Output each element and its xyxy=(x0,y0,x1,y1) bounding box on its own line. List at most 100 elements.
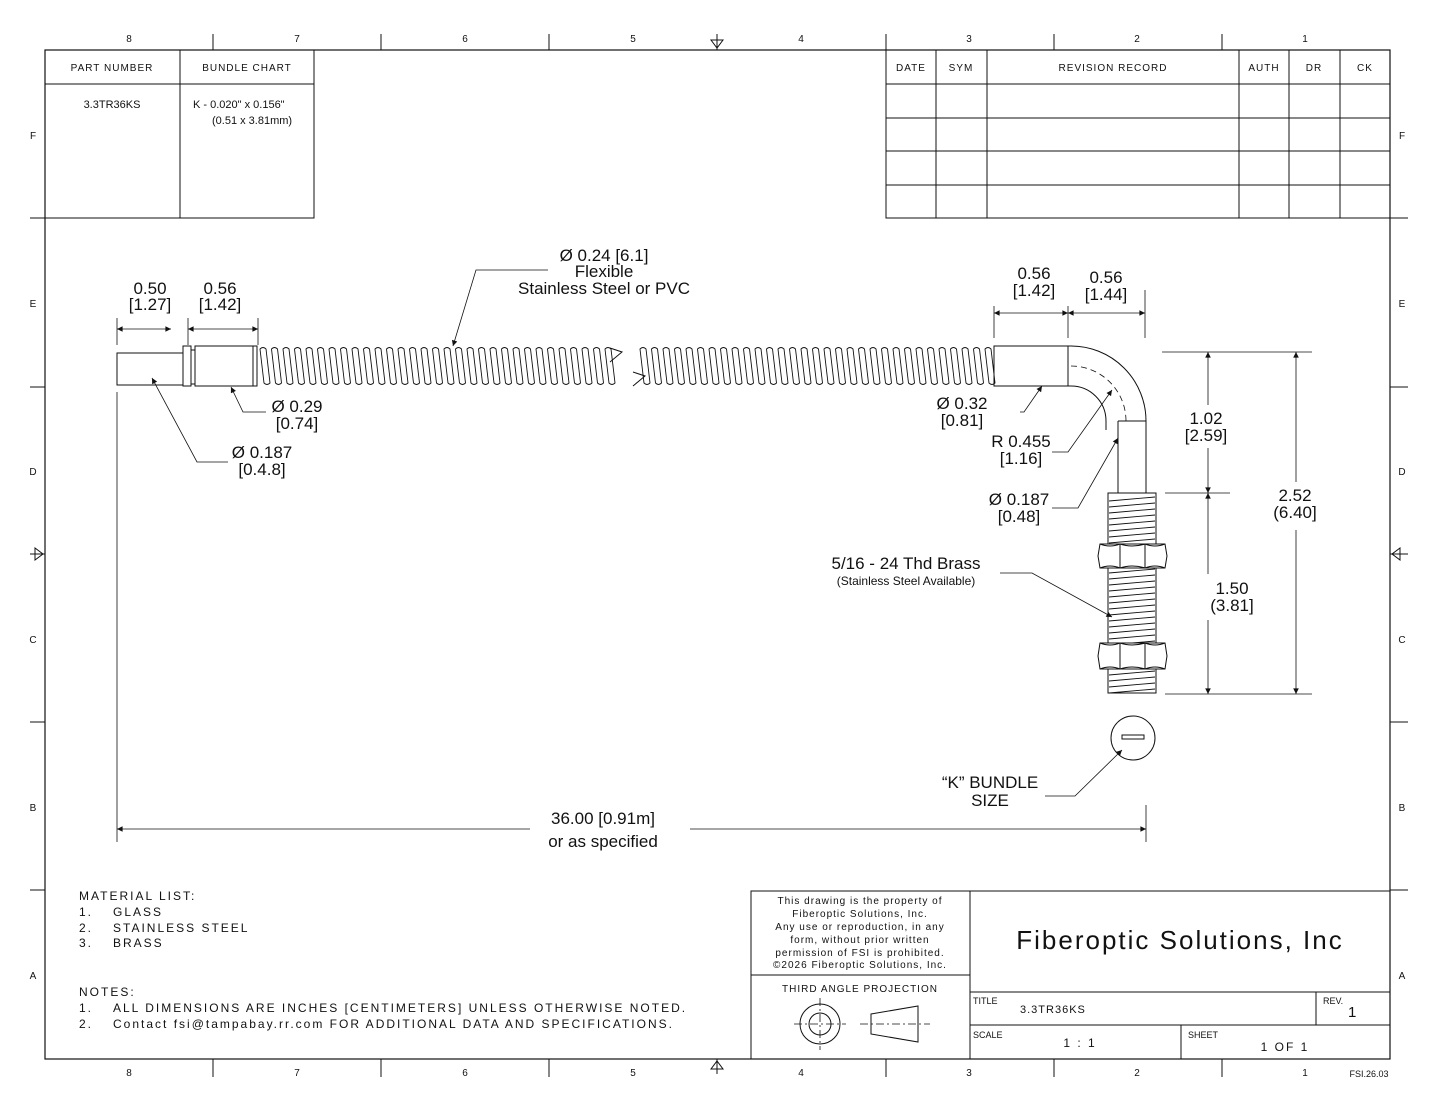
hose-coil xyxy=(720,347,731,385)
dia-029-cm: [0.74] xyxy=(276,414,319,433)
zone-col-bottom: 3 xyxy=(966,1068,972,1079)
bundle-k-label: “K” BUNDLE xyxy=(942,773,1038,792)
thread-line xyxy=(1108,586,1156,592)
hose-coil xyxy=(397,347,409,385)
thread-line xyxy=(1108,574,1156,580)
company-name: Fiberoptic Solutions, Inc xyxy=(1016,925,1343,955)
hose-coil xyxy=(869,347,881,385)
hose-coil xyxy=(328,347,340,385)
hose-coil xyxy=(432,347,443,385)
thread-line xyxy=(1108,514,1156,520)
hose-coil xyxy=(317,347,328,385)
rev-label: REV. xyxy=(1323,996,1343,1006)
overall-length-label: 36.00 [0.91m] xyxy=(551,809,655,828)
dim-056-left: 0.56 xyxy=(203,279,236,298)
hose-coil xyxy=(478,347,489,385)
property-line: This drawing is the property of xyxy=(778,896,943,907)
hex-nut-lower xyxy=(1097,642,1168,670)
note-num: 1. xyxy=(79,1001,93,1015)
thread-line xyxy=(1108,676,1156,682)
thread-line xyxy=(1108,598,1156,604)
zone-col-bottom: 5 xyxy=(630,1068,636,1079)
material-num: 2. xyxy=(79,921,93,935)
hose-coil xyxy=(754,347,766,385)
hose-coil xyxy=(697,347,708,385)
notes-title: NOTES: xyxy=(79,985,136,999)
hose-diameter-label: Ø 0.24 [6.1] xyxy=(560,246,649,265)
hose-coil xyxy=(271,347,282,385)
hose-coil xyxy=(685,347,697,385)
radius-label: R 0.455 xyxy=(991,432,1051,451)
hose-coil xyxy=(846,347,858,385)
hose-coil xyxy=(927,347,938,385)
zone-col-bottom: 7 xyxy=(294,1068,300,1079)
zone-row-left: B xyxy=(30,803,37,814)
dia-0187-right-cm: [0.48] xyxy=(998,507,1041,526)
hose-coil xyxy=(777,347,789,385)
thread-line xyxy=(1108,580,1156,586)
dimension-lines-left xyxy=(116,269,548,463)
dim-056-right-b: 0.56 xyxy=(1089,268,1122,287)
hose-coil xyxy=(662,347,674,385)
thread-line xyxy=(1108,526,1156,532)
header-revision-record: REVISION RECORD xyxy=(1059,63,1168,74)
zone-row-right: F xyxy=(1399,131,1405,142)
zone-col-bottom: 2 xyxy=(1134,1068,1140,1079)
material-item: STAINLESS STEEL xyxy=(113,921,249,935)
thread-line xyxy=(1108,592,1156,598)
header-bundle-chart: BUNDLE CHART xyxy=(202,63,292,74)
bundle-size-label: SIZE xyxy=(971,791,1009,810)
rev-value: 1 xyxy=(1348,1004,1356,1021)
hose-coil xyxy=(651,347,662,385)
header-ck: CK xyxy=(1357,63,1373,74)
hose-coil xyxy=(282,347,294,385)
zone-row-left: E xyxy=(30,299,37,310)
zone-row-left: C xyxy=(29,635,36,646)
hose-coil xyxy=(351,347,363,385)
dim-056-right-a-cm: [1.42] xyxy=(1013,281,1056,300)
note-num: 2. xyxy=(79,1017,93,1031)
hose-coil xyxy=(374,347,386,385)
dia-029-label: Ø 0.29 xyxy=(271,397,322,416)
bundle-table: PART NUMBER BUNDLE CHART 3.3TR36KS K - 0… xyxy=(44,49,315,219)
property-line: Fiberoptic Solutions, Inc. xyxy=(792,909,928,920)
document-code: FSI.26.03 xyxy=(1349,1069,1388,1079)
hose-coil xyxy=(892,347,904,385)
hose-flexible-label: Flexible xyxy=(575,262,634,281)
note-item: Contact fsi@tampabay.rr.com FOR ADDITION… xyxy=(113,1017,674,1031)
radius-cm: [1.16] xyxy=(1000,449,1043,468)
hose-coil xyxy=(731,347,743,385)
hose-coil xyxy=(800,347,812,385)
hose-coil xyxy=(512,347,524,385)
zone-col-top: 1 xyxy=(1302,34,1308,45)
drawing-frame xyxy=(30,34,1408,1077)
hose-coil xyxy=(915,347,927,385)
zone-col-top: 2 xyxy=(1134,34,1140,45)
thread-line xyxy=(1108,610,1156,616)
hose-coil xyxy=(881,347,892,385)
thread-line xyxy=(1108,670,1156,676)
hose-coil xyxy=(501,347,512,385)
thread-line xyxy=(1108,682,1156,688)
header-date: DATE xyxy=(896,63,926,74)
zone-col-bottom: 6 xyxy=(462,1068,468,1079)
zone-row-right: A xyxy=(1399,971,1406,982)
thread-line xyxy=(1108,628,1156,634)
sheet-label: SHEET xyxy=(1188,1030,1219,1040)
hose-coil xyxy=(466,347,478,385)
thread-line xyxy=(1108,496,1156,502)
dia-032-cm: [0.81] xyxy=(941,411,984,430)
projection-label: THIRD ANGLE PROJECTION xyxy=(782,984,938,995)
dim-050: 0.50 xyxy=(133,279,166,298)
thread-line xyxy=(1108,508,1156,514)
hose-coil xyxy=(639,347,651,385)
hex-nut-upper xyxy=(1097,543,1168,569)
hose-coil xyxy=(835,347,846,385)
dia-0187-right-label: Ø 0.187 xyxy=(989,490,1050,509)
zone-row-left: F xyxy=(30,131,36,142)
dia-032-label: Ø 0.32 xyxy=(936,394,987,413)
zone-row-right: D xyxy=(1398,467,1405,478)
hose-coil xyxy=(938,347,950,385)
bundle-chart-line2: (0.51 x 3.81mm) xyxy=(212,115,292,127)
thread-line xyxy=(1108,688,1156,694)
